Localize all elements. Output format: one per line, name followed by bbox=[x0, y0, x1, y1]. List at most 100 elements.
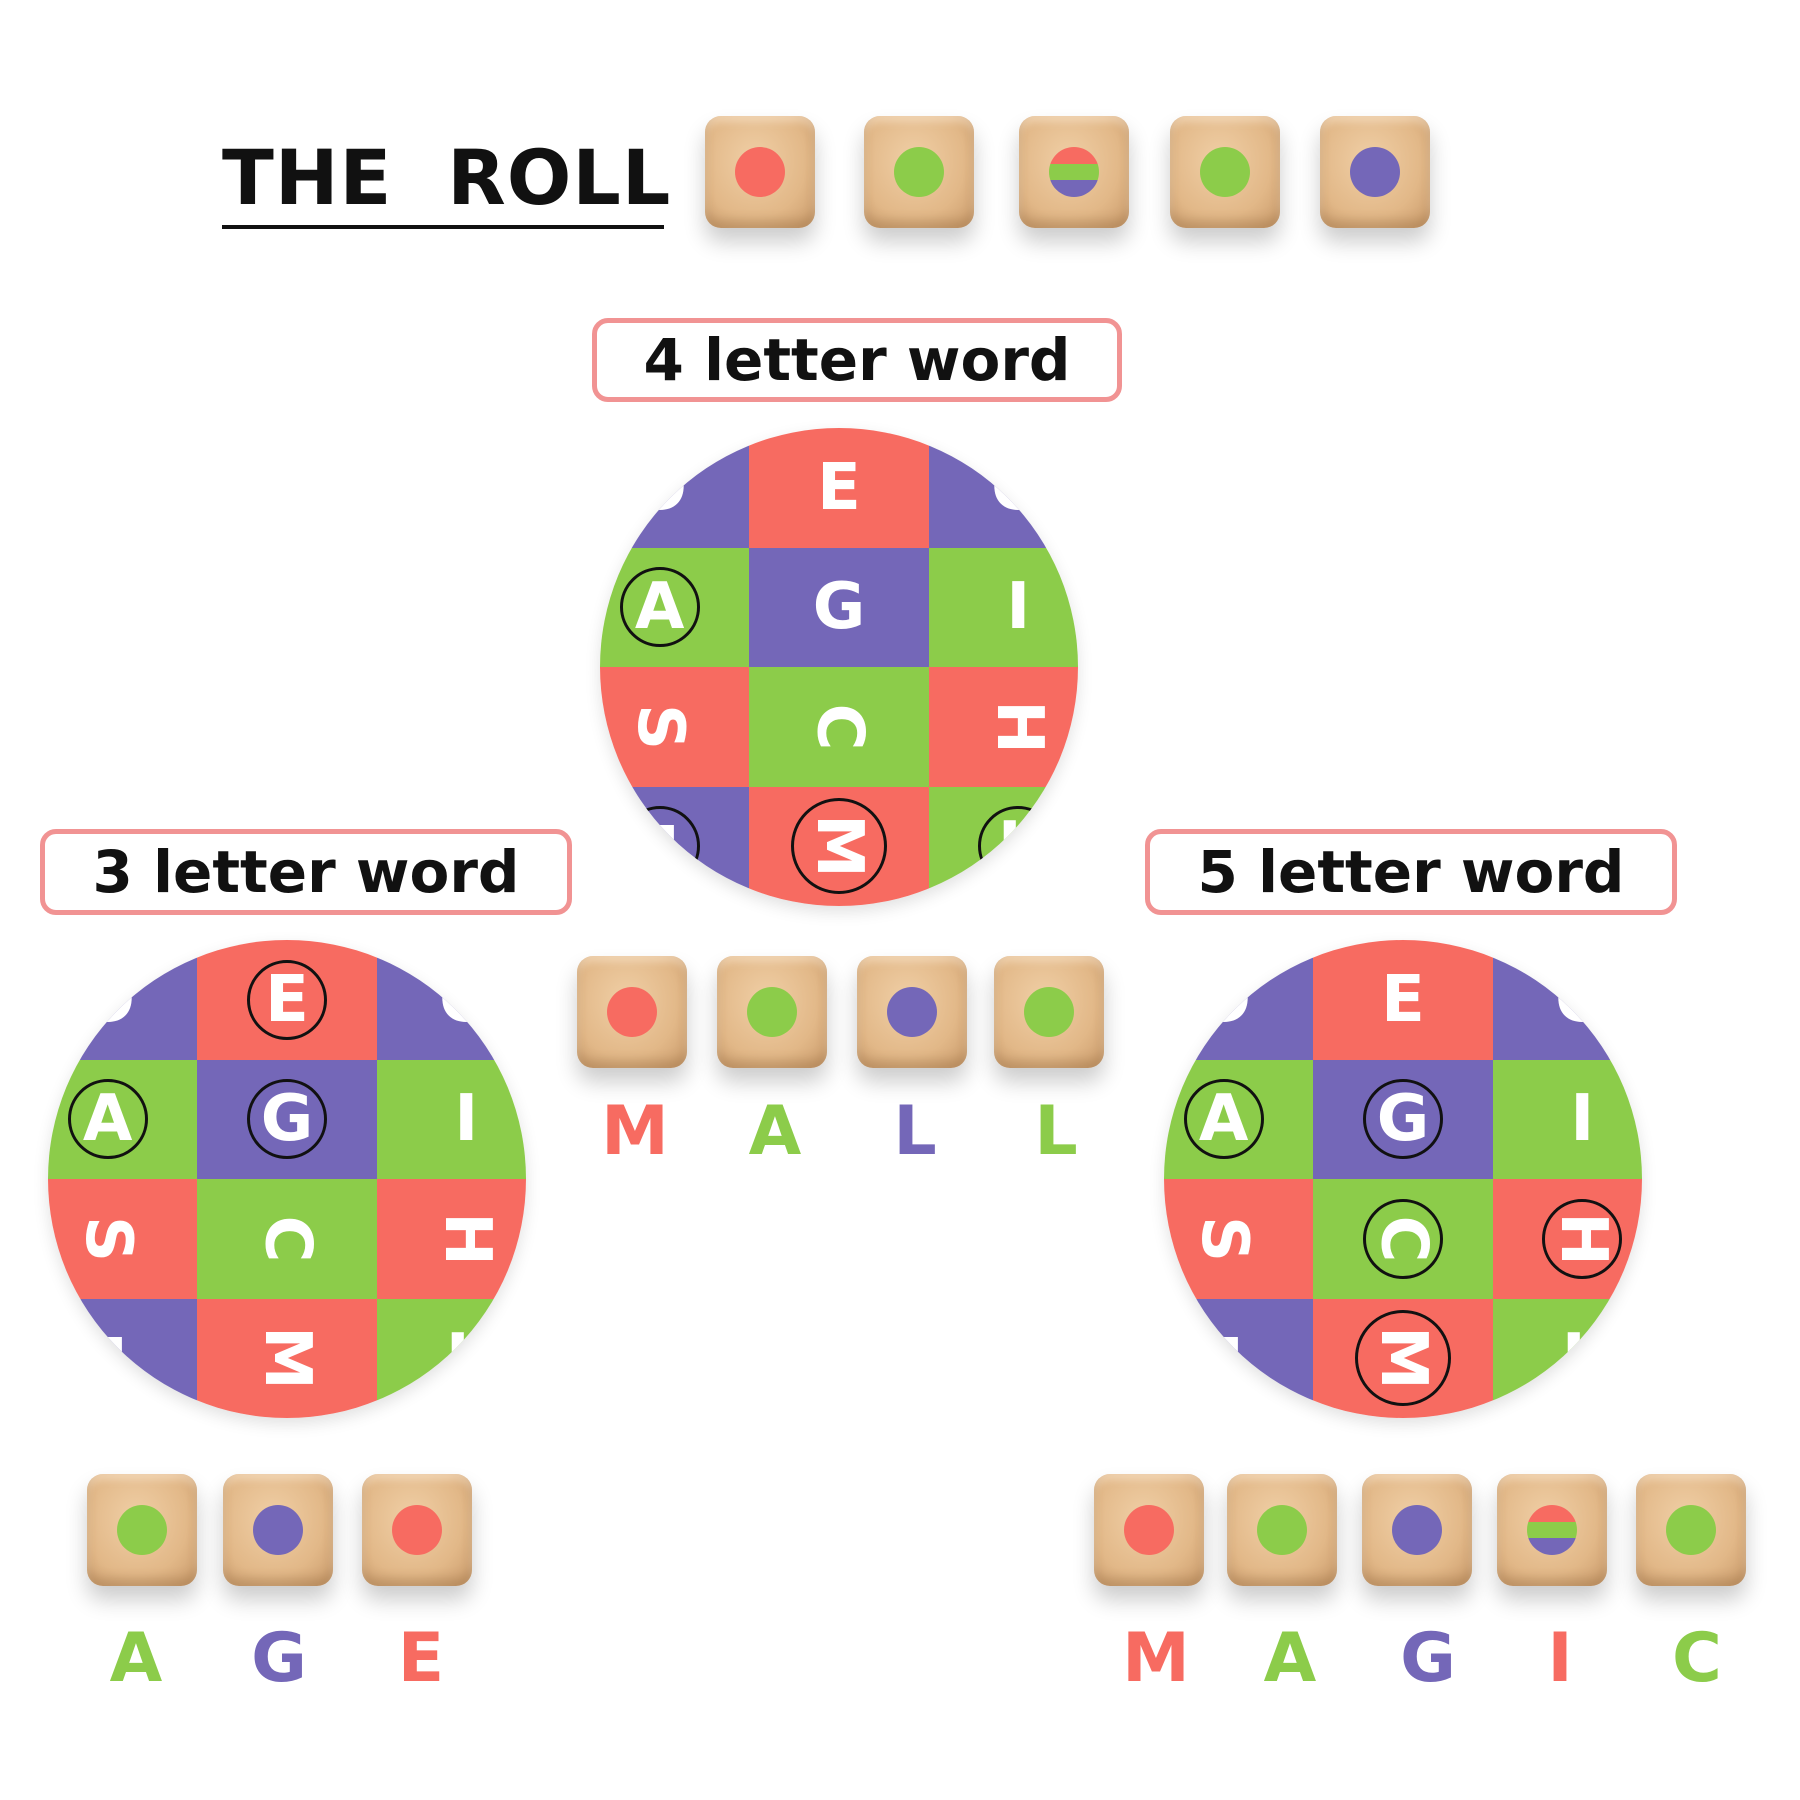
grid-cell: S bbox=[1164, 1179, 1314, 1299]
pip-stripe bbox=[1527, 1521, 1577, 1539]
grid-letter: E bbox=[1381, 962, 1425, 1037]
grid-cell: O bbox=[1164, 940, 1314, 1060]
grid-cell: E bbox=[1313, 940, 1493, 1060]
die-pip-icon bbox=[1527, 1505, 1577, 1555]
die-pip-icon bbox=[1024, 987, 1074, 1037]
grid-letter: H bbox=[981, 699, 1056, 754]
grid-cell: A bbox=[1164, 1059, 1314, 1179]
grid-letter: O bbox=[1196, 962, 1251, 1037]
selection-circle bbox=[790, 798, 887, 895]
die-pip-icon bbox=[887, 987, 937, 1037]
die-pip-icon bbox=[894, 147, 944, 197]
grid-letter: C bbox=[249, 1215, 324, 1263]
grid-cell: I bbox=[376, 1059, 526, 1179]
selection-circle bbox=[1362, 1198, 1443, 1279]
five-letter-die bbox=[1227, 1474, 1337, 1586]
three-letter-die bbox=[87, 1474, 197, 1586]
pip-stripe bbox=[1049, 180, 1099, 197]
grid-letter: O bbox=[80, 962, 135, 1037]
grid-cell: E bbox=[197, 940, 377, 1060]
grid-letter: O bbox=[439, 962, 494, 1037]
grid-cell: I bbox=[1492, 1059, 1642, 1179]
grid-cell: O bbox=[1492, 940, 1642, 1060]
selection-circle bbox=[619, 567, 700, 648]
answer-letter: L bbox=[893, 1092, 937, 1171]
answer-letter: C bbox=[1672, 1619, 1722, 1698]
three-letter-die bbox=[362, 1474, 472, 1586]
grid-letter: O bbox=[991, 450, 1046, 525]
grid-letter: S bbox=[622, 703, 697, 750]
selection-circle bbox=[67, 1079, 148, 1160]
die-pip-icon bbox=[747, 987, 797, 1037]
answer-letter: M bbox=[1122, 1619, 1190, 1698]
grid-cell: C bbox=[197, 1179, 377, 1299]
grid-cell: L bbox=[600, 786, 750, 906]
grid-letter: C bbox=[801, 703, 876, 751]
four-letter-die bbox=[577, 956, 687, 1068]
grid-cell: S bbox=[48, 1179, 198, 1299]
die-pip-icon bbox=[735, 147, 785, 197]
answer-letter: G bbox=[1400, 1619, 1456, 1698]
grid-cell: M bbox=[197, 1298, 377, 1418]
four-letter-die bbox=[857, 956, 967, 1068]
roll-title-underline bbox=[222, 225, 664, 229]
five-letter-die bbox=[1636, 1474, 1746, 1586]
answer-letter: A bbox=[748, 1092, 802, 1171]
three-letter-word-label: 3 letter word bbox=[40, 829, 572, 915]
grid-letter: O bbox=[1555, 962, 1610, 1037]
roll-die bbox=[705, 116, 815, 228]
four-letter-die bbox=[717, 956, 827, 1068]
grid-cell: L bbox=[928, 786, 1078, 906]
roll-title: THE ROLL : bbox=[222, 133, 731, 222]
grid-cell: O bbox=[48, 940, 198, 1060]
die-pip-icon bbox=[607, 987, 657, 1037]
grid-letter: E bbox=[817, 450, 861, 525]
grid-letter: G bbox=[812, 570, 866, 645]
grid-letter: L bbox=[87, 1321, 129, 1396]
selection-circle bbox=[1354, 1310, 1451, 1407]
answer-letter: G bbox=[251, 1619, 307, 1698]
answer-letter: I bbox=[1547, 1619, 1573, 1698]
grid-letter: I bbox=[1006, 570, 1031, 645]
grid-cell: G bbox=[749, 547, 929, 667]
grid-cell: H bbox=[376, 1179, 526, 1299]
four-letter-word-label: 4 letter word bbox=[592, 318, 1122, 402]
pip-stripe bbox=[1527, 1538, 1577, 1555]
five-letter-die bbox=[1094, 1474, 1204, 1586]
die-pip-icon bbox=[1049, 147, 1099, 197]
die-pip-icon bbox=[1124, 1505, 1174, 1555]
answer-letter: E bbox=[397, 1619, 445, 1698]
die-pip-icon bbox=[1200, 147, 1250, 197]
grid-cell: C bbox=[1313, 1179, 1493, 1299]
die-pip-icon bbox=[392, 1505, 442, 1555]
grid-cell: O bbox=[928, 428, 1078, 548]
grid-cell: G bbox=[197, 1059, 377, 1179]
die-pip-icon bbox=[1392, 1505, 1442, 1555]
grid-cell: C bbox=[749, 667, 929, 787]
five-letter-word-label: 5 letter word bbox=[1145, 829, 1677, 915]
pip-stripe bbox=[1049, 147, 1099, 164]
grid-cell: O bbox=[600, 428, 750, 548]
roll-die bbox=[864, 116, 974, 228]
grid-cell: M bbox=[1313, 1298, 1493, 1418]
grid-letter: L bbox=[445, 1321, 487, 1396]
grid-letter: I bbox=[1570, 1082, 1595, 1157]
grid-cell: L bbox=[1492, 1298, 1642, 1418]
grid-cell: S bbox=[600, 667, 750, 787]
selection-circle bbox=[1542, 1198, 1623, 1279]
die-pip-icon bbox=[117, 1505, 167, 1555]
answer-letter: M bbox=[601, 1092, 669, 1171]
selection-circle bbox=[246, 959, 327, 1040]
grid-cell: M bbox=[749, 786, 929, 906]
answer-letter: A bbox=[109, 1619, 163, 1698]
pip-stripe bbox=[1527, 1505, 1577, 1522]
grid-cell: H bbox=[928, 667, 1078, 787]
selection-circle bbox=[1362, 1079, 1443, 1160]
grid-cell: A bbox=[48, 1059, 198, 1179]
grid-letter: L bbox=[1561, 1321, 1603, 1396]
